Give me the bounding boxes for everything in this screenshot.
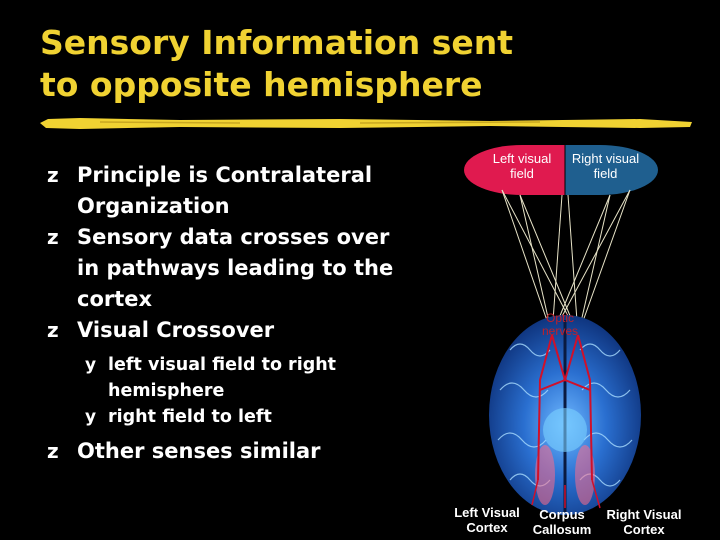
- corpus-callosum-label: Corpus Callosum: [532, 507, 592, 537]
- left-visual-field-label: Left visual field: [492, 151, 552, 181]
- left-visual-field-shape: [464, 145, 565, 195]
- title-line-2: to opposite hemisphere: [40, 65, 483, 104]
- bullet-text-line: Visual Crossover: [77, 318, 275, 342]
- slide-title: Sensory Information sent to opposite hem…: [40, 22, 513, 106]
- diagram-art: [464, 145, 658, 515]
- optic-nerves-label: Optic nerves: [541, 311, 579, 338]
- sub-bullet-text-line: right field to left: [108, 407, 272, 427]
- bullet-visual-crossover: z Visual Crossover: [47, 315, 447, 346]
- bullet-text-line: Organization: [77, 194, 230, 218]
- bullet-text-line: Sensory data crosses over: [77, 225, 390, 249]
- bullet-text-line: Other senses similar: [77, 439, 321, 463]
- brain-illustration: [489, 315, 641, 515]
- sub-bullet-text-line: left visual field to right: [108, 355, 337, 375]
- bullet-principle: z Principle is Contralateral Organizatio…: [47, 160, 447, 222]
- bullet-crosses-over: z Sensory data crosses over in pathways …: [47, 222, 447, 315]
- right-visual-field-label: Right visual field: [571, 151, 640, 181]
- bullet-text-line: in pathways leading to the: [77, 256, 394, 280]
- visual-pathway-lines: [501, 189, 631, 336]
- bullet-marker: z: [47, 225, 59, 249]
- title-line-1: Sensory Information sent: [40, 23, 513, 62]
- right-visual-field-shape: [565, 145, 658, 195]
- bullet-text-line: cortex: [77, 287, 153, 311]
- sub-bullet-text-line: hemisphere: [108, 381, 225, 401]
- right-visual-cortex-label: Right Visual Cortex: [606, 507, 682, 537]
- sub-bullet-marker: y: [85, 355, 97, 375]
- sub-bullet-right-to-left: y right field to left: [47, 404, 447, 430]
- title-underline: [40, 118, 692, 129]
- bullet-marker: z: [47, 439, 59, 463]
- bullet-text-line: Principle is Contralateral: [77, 163, 373, 187]
- visual-pathway-diagram: Left visual field Right visual field Opt…: [440, 140, 720, 540]
- optic-pathway-lines: [537, 334, 593, 481]
- bullet-list: z Principle is Contralateral Organizatio…: [47, 160, 447, 467]
- label-pointer-lines: [531, 479, 601, 509]
- sub-bullet-left-to-right: y left visual field to right hemisphere: [47, 352, 447, 404]
- bullet-marker: z: [47, 318, 59, 342]
- bullet-other-senses: z Other senses similar: [47, 436, 447, 467]
- sub-bullet-marker: y: [85, 407, 97, 427]
- left-visual-cortex-label: Left Visual Cortex: [454, 505, 520, 535]
- bullet-marker: z: [47, 163, 59, 187]
